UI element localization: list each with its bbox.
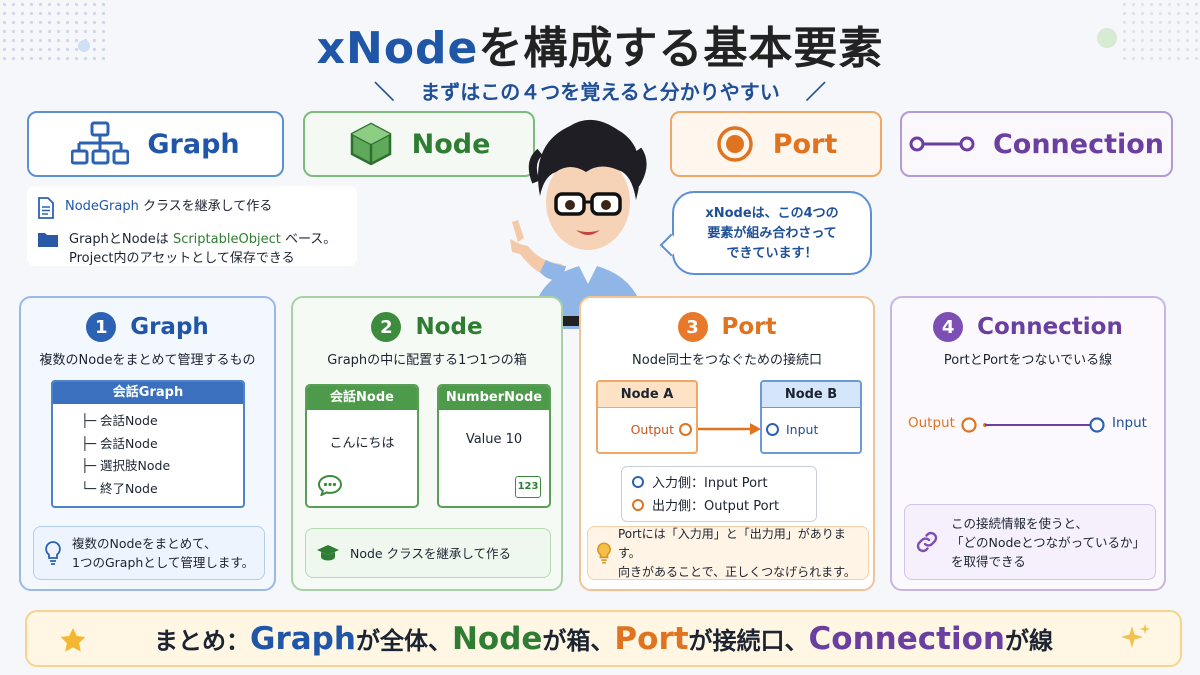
card-graph-title: Graph (130, 314, 209, 340)
card-connection: 4 Connection PortとPortをつないでいる線 Output Inp… (890, 296, 1166, 591)
tree-item: └─ 終了Node (81, 480, 158, 496)
card-connection-header: 4 Connection (892, 312, 1164, 342)
port-legend: 入力側：Input Port 出力側：Output Port (621, 466, 817, 522)
graduation-cap-icon (317, 545, 339, 561)
input-legend-dot (632, 476, 644, 488)
decor-dots-right (1120, 0, 1200, 60)
graph-tree-icon (71, 121, 130, 165)
tree-item: ├─ 選択肢Node (81, 458, 171, 473)
output-legend-dot (632, 499, 644, 511)
card-graph-tip: 複数のNodeをまとめて、1つのGraphとして管理します。 (33, 526, 265, 580)
link-icon (916, 531, 938, 553)
card-connection-title: Connection (977, 314, 1123, 340)
card-graph-desc: 複数のNodeをまとめて管理するもの (39, 353, 256, 368)
summary-node: Node (451, 620, 543, 657)
decor-dots-left (0, 0, 110, 60)
info-line-2: GraphとNodeは ScriptableObject ベース。Project… (69, 232, 337, 266)
card-node-title: Node (415, 314, 483, 340)
bubble-line-2: 要素が組み合わさって (707, 226, 837, 241)
cube-icon (350, 122, 391, 166)
card-node-tip: Node クラスを継承して作る (305, 528, 551, 578)
document-icon (38, 197, 54, 219)
card-graph: 1 Graph 複数のNodeをまとめて管理するもの 会話Graph ├─ 会話N… (19, 296, 276, 591)
chip-node-label: Node (411, 128, 491, 160)
node-a-box: Node A Output (596, 380, 698, 454)
tree-item: ├─ 会話Node (81, 435, 158, 451)
node-b-box: Node B Input (760, 380, 862, 454)
bubble-line-1: xNodeは、この4つの (705, 206, 839, 221)
card-port-desc: Node同士をつなぐための接続口 (632, 353, 822, 368)
port-target-icon (716, 126, 753, 162)
tree-item: ├─ 会話Node (81, 413, 158, 428)
connection-input-label: Input (1112, 415, 1147, 431)
connection-line-icon (909, 136, 975, 152)
number-badge-4: 4 (933, 312, 964, 342)
star-icon (60, 628, 86, 652)
card-graph-header: 1 Graph (21, 312, 274, 342)
bubble-line-3: できています！ (726, 246, 818, 261)
decor-circle (78, 40, 90, 52)
number-badge-icon: 123 (515, 476, 541, 498)
card-port-header: 3 Port (581, 312, 873, 342)
lightbulb-icon (45, 541, 61, 565)
output-port-dot (679, 423, 692, 436)
number-badge-1: 1 (86, 312, 117, 342)
chat-icon (317, 474, 343, 496)
lightbulb-icon (597, 542, 611, 564)
card-node-header: 2 Node (293, 312, 561, 342)
card-connection-desc: PortとPortをつないでいる線 (943, 353, 1113, 368)
summary-connection: Connection (808, 620, 1005, 657)
card-node-desc: Graphの中に配置する1つ1つの箱 (327, 353, 527, 368)
graph-box: 会話Graph ├─ 会話Node ├─ 会話Node ├─ 選択肢Node └… (51, 380, 245, 508)
chip-port-label: Port (772, 128, 838, 160)
output-port-label: Output (630, 422, 674, 437)
connection-output-label: Output (908, 415, 955, 431)
node-box-1: 会話Node こんにちは (305, 384, 419, 508)
decor-leaf (1097, 28, 1117, 48)
chip-connection: Connection (900, 111, 1173, 177)
summary-prefix: まとめ： (154, 627, 251, 655)
summary-port: Port (614, 620, 689, 657)
arrow-icon (698, 423, 761, 435)
input-port-label: Input (786, 422, 819, 437)
connection-line (961, 417, 1105, 433)
chip-node: Node (303, 111, 535, 177)
graph-box-title: 会話Graph (53, 382, 243, 404)
summary-graph: Graph (250, 620, 356, 657)
page-title: xNodeを構成する基本要素 (316, 23, 884, 74)
folder-icon (38, 233, 58, 247)
card-port: 3 Port Node同士をつなぐための接続口 Node A Output Nod… (579, 296, 875, 591)
chip-graph: Graph (27, 111, 284, 177)
number-badge-2: 2 (371, 312, 402, 342)
chip-connection-label: Connection (992, 128, 1165, 160)
chip-port: Port (670, 111, 882, 177)
page-subtitle: ＼まずはこの４つを覚えると分かりやすい／ (374, 80, 826, 104)
number-badge-3: 3 (677, 312, 708, 342)
input-port-dot (766, 423, 779, 436)
card-port-tip: Portには「入力用」と「出力用」があります。向きがあることで、正しくつなげられ… (587, 526, 869, 580)
info-panel: NodeGraph クラスを継承して作る GraphとNodeは Scripta… (27, 186, 357, 266)
card-node: 2 Node Graphの中に配置する1つ1つの箱 会話Node こんにちは Nu… (291, 296, 563, 591)
speech-bubble: xNodeは、この4つの 要素が組み合わさって できています！ (659, 191, 872, 275)
card-port-title: Port (721, 314, 777, 340)
info-line-1: NodeGraph クラスを継承して作る (65, 199, 273, 214)
card-connection-tip: この接続情報を使うと、「どのNodeとつながっているか」を取得できる (904, 504, 1156, 580)
sparkle-icon (1121, 624, 1150, 648)
chip-graph-label: Graph (147, 128, 240, 160)
node-box-2: NumberNode Value 10 123 (437, 384, 551, 508)
